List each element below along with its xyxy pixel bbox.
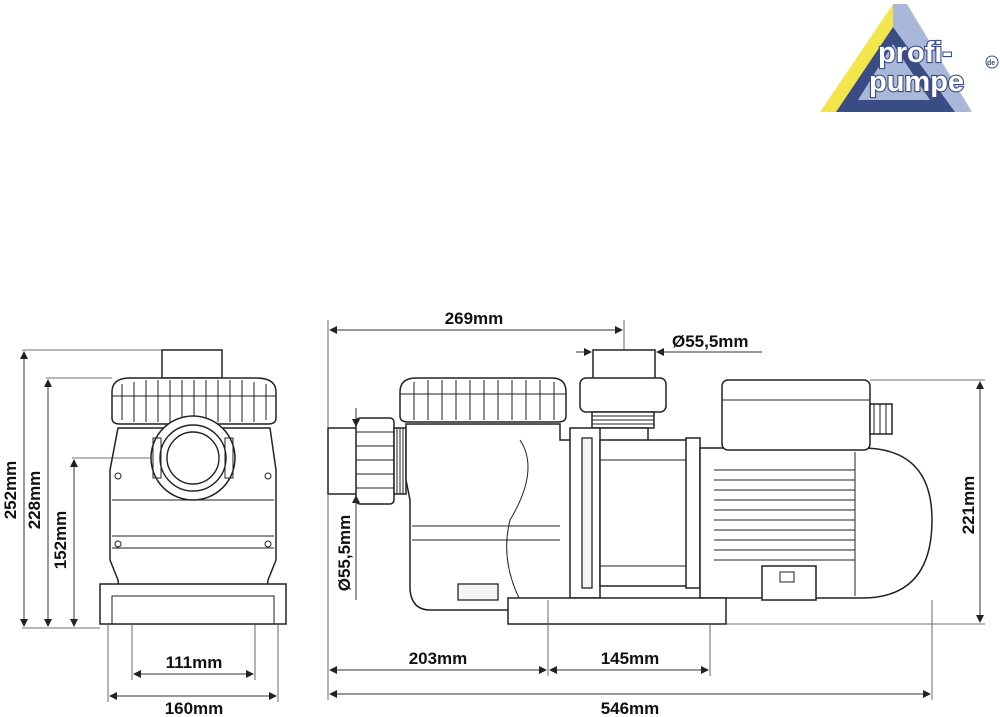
side-strainer-housing — [405, 423, 576, 611]
side-terminal-box — [721, 379, 871, 451]
dim-label-152: 152mm — [51, 511, 70, 570]
dim-label-111: 111mm — [166, 653, 223, 672]
dim-label-252: 252mm — [1, 461, 20, 520]
logo-roof-right — [893, 4, 972, 112]
dim-label-203: 203mm — [409, 649, 468, 668]
dimension-labels: 252mm 228mm 152mm 111mm 160mm 269mm Ø55,… — [1, 309, 978, 717]
side-motor-foot — [761, 565, 817, 601]
side-base — [507, 597, 727, 625]
logo-yellow-stripe — [820, 4, 893, 112]
side-outlet-union — [579, 377, 667, 413]
side-view-pump — [327, 349, 933, 625]
dim-label-546: 546mm — [601, 699, 660, 717]
side-motor-adapter — [599, 439, 689, 587]
dim-label-160: 160mm — [165, 699, 224, 717]
logo-de-badge — [985, 55, 999, 69]
side-inlet-union — [355, 417, 395, 505]
side-outlet-top — [592, 349, 656, 381]
dim-label-228: 228mm — [25, 471, 44, 530]
side-motor-flange — [685, 437, 701, 589]
profi-pumpe-logo: profi- pumpe de — [820, 4, 999, 112]
logo-roof-inner — [858, 44, 930, 100]
logo-text-line2: pumpe — [869, 66, 964, 98]
front-inlet-flange — [150, 415, 236, 501]
dim-label-outlet-diameter: Ø55,5mm — [672, 332, 749, 351]
front-base — [99, 583, 287, 625]
dim-label-145: 145mm — [601, 649, 660, 668]
logo-text-line1: profi- — [878, 37, 952, 69]
dimension-lines — [20, 320, 985, 702]
dim-label-inlet-diameter: Ø55,5mm — [335, 515, 354, 592]
front-top-pipe — [161, 349, 223, 379]
side-strainer-lid — [399, 377, 567, 423]
side-cable-gland — [869, 403, 893, 435]
side-inlet-stub — [327, 427, 359, 495]
side-drain — [457, 583, 499, 601]
dim-label-269: 269mm — [445, 309, 504, 328]
front-view-pump — [99, 349, 287, 625]
logo-de-text: de — [987, 60, 995, 67]
dim-label-221: 221mm — [959, 476, 978, 535]
